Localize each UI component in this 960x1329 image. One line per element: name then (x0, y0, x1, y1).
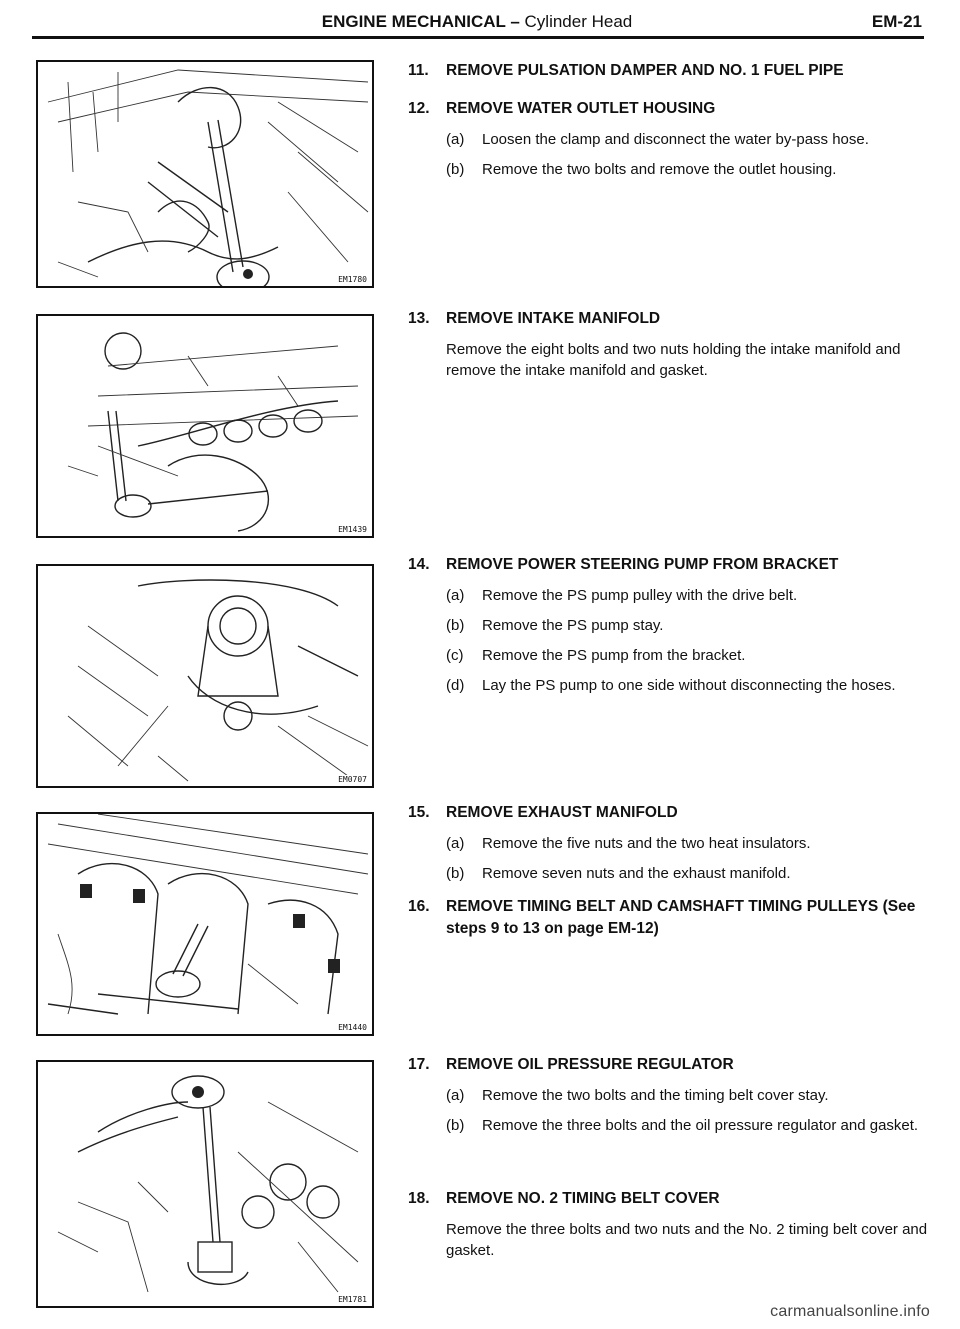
item-text: Loosen the clamp and disconnect the wate… (482, 131, 869, 148)
step-title: REMOVE OIL PRESSURE REGULATOR (446, 1056, 734, 1073)
step-heading: 15. REMOVE EXHAUST MANIFOLD (408, 802, 928, 824)
figure-4: EM1440 (36, 812, 374, 1036)
item-text: Lay the PS pump to one side without disc… (482, 677, 896, 694)
item-text: Remove the two bolts and remove the outl… (482, 161, 837, 178)
item-label: (b) (446, 161, 465, 178)
figure-1-illustration (47, 69, 369, 286)
step-item: (b) Remove the two bolts and remove the … (446, 159, 928, 180)
item-label: (b) (446, 1117, 465, 1134)
step-heading: 12. REMOVE WATER OUTLET HOUSING (408, 98, 928, 120)
section-title-separator: – (505, 12, 525, 31)
step-item: (b) Remove the three bolts and the oil p… (446, 1115, 928, 1136)
step-number: 16. (408, 898, 430, 915)
figure-code: EM1440 (336, 1023, 369, 1032)
step-heading: 13. REMOVE INTAKE MANIFOLD (408, 308, 928, 330)
step-item: (d) Lay the PS pump to one side without … (446, 675, 928, 696)
item-label: (d) (446, 677, 465, 694)
step-heading: 17. REMOVE OIL PRESSURE REGULATOR (408, 1054, 928, 1076)
step-13: 13. REMOVE INTAKE MANIFOLD Remove the ei… (408, 308, 928, 381)
step-title: REMOVE INTAKE MANIFOLD (446, 310, 661, 327)
figure-5: EM1781 (36, 1060, 374, 1308)
step-16: 16. REMOVE TIMING BELT AND CAMSHAFT TIMI… (408, 896, 928, 940)
page-header: ENGINE MECHANICAL – Cylinder Head EM-21 (32, 10, 922, 38)
item-label: (a) (446, 131, 465, 148)
step-title: REMOVE WATER OUTLET HOUSING (446, 100, 716, 117)
step-item: (a) Remove the two bolts and the timing … (446, 1085, 928, 1106)
step-heading: 14. REMOVE POWER STEERING PUMP FROM BRAC… (408, 554, 928, 576)
item-label: (a) (446, 1087, 465, 1104)
step-number: 12. (408, 100, 430, 117)
figure-4-illustration (47, 814, 369, 1015)
step-heading: 16. REMOVE TIMING BELT AND CAMSHAFT TIMI… (408, 896, 928, 940)
step-title: REMOVE EXHAUST MANIFOLD (446, 804, 678, 821)
item-text: Remove the PS pump stay. (482, 617, 664, 634)
step-number: 15. (408, 804, 430, 821)
step-number: 11. (408, 62, 429, 79)
step-14: 14. REMOVE POWER STEERING PUMP FROM BRAC… (408, 554, 928, 705)
figure-3: EM0707 (36, 564, 374, 788)
step-number: 13. (408, 310, 430, 327)
section-title: ENGINE MECHANICAL – Cylinder Head (32, 12, 922, 32)
item-text: Remove the five nuts and the two heat in… (482, 835, 811, 852)
step-item: (c) Remove the PS pump from the bracket. (446, 645, 928, 666)
step-11: 11. REMOVE PULSATION DAMPER AND NO. 1 FU… (408, 60, 928, 82)
item-text: Remove seven nuts and the exhaust manifo… (482, 865, 791, 882)
step-number: 18. (408, 1190, 430, 1207)
step-item: (b) Remove the PS pump stay. (446, 615, 928, 636)
section-title-main: ENGINE MECHANICAL (321, 12, 506, 31)
step-number: 17. (408, 1056, 430, 1073)
figure-1: EM1780 (36, 60, 374, 288)
figure-code: EM1439 (336, 525, 369, 534)
item-label: (c) (446, 647, 464, 664)
step-title: REMOVE PULSATION DAMPER AND NO. 1 FUEL P… (446, 62, 844, 79)
item-text: Remove the three bolts and the oil press… (482, 1117, 919, 1134)
figure-2: EM1439 (36, 314, 374, 538)
step-title: REMOVE NO. 2 TIMING BELT COVER (446, 1190, 720, 1207)
figure-code: EM1781 (336, 1295, 369, 1304)
step-12: 12. REMOVE WATER OUTLET HOUSING (a) Loos… (408, 98, 928, 189)
figure-3-illustration (67, 579, 369, 782)
item-label: (a) (446, 835, 465, 852)
step-item: (a) Remove the PS pump pulley with the d… (446, 585, 928, 606)
step-15: 15. REMOVE EXHAUST MANIFOLD (a) Remove t… (408, 802, 928, 893)
item-label: (a) (446, 587, 465, 604)
step-body: Remove the eight bolts and two nuts hold… (446, 341, 901, 379)
item-text: Remove the PS pump pulley with the drive… (482, 587, 798, 604)
item-label: (b) (446, 617, 465, 634)
figure-5-illustration (57, 1075, 359, 1293)
section-title-sub: Cylinder Head (524, 12, 633, 31)
item-label: (b) (446, 865, 465, 882)
header-rule (32, 36, 924, 39)
figure-2-illustration (67, 332, 359, 532)
step-title: REMOVE TIMING BELT AND CAMSHAFT TIMING P… (446, 898, 916, 937)
item-text: Remove the two bolts and the timing belt… (482, 1087, 829, 1104)
step-17: 17. REMOVE OIL PRESSURE REGULATOR (a) Re… (408, 1054, 928, 1145)
watermark: carmanualsonline.info (770, 1303, 930, 1320)
item-text: Remove the PS pump from the bracket. (482, 647, 746, 664)
figure-code: EM0707 (336, 775, 369, 784)
step-body: Remove the three bolts and two nuts and … (446, 1221, 928, 1259)
step-item: (a) Loosen the clamp and disconnect the … (446, 129, 928, 150)
step-heading: 11. REMOVE PULSATION DAMPER AND NO. 1 FU… (408, 60, 928, 82)
step-18: 18. REMOVE NO. 2 TIMING BELT COVER Remov… (408, 1188, 928, 1261)
step-item: (a) Remove the five nuts and the two hea… (446, 833, 928, 854)
step-item: (b) Remove seven nuts and the exhaust ma… (446, 863, 928, 884)
figure-code: EM1780 (336, 275, 369, 284)
step-number: 14. (408, 556, 430, 573)
step-heading: 18. REMOVE NO. 2 TIMING BELT COVER (408, 1188, 928, 1210)
page-number: EM-21 (871, 12, 922, 31)
step-title: REMOVE POWER STEERING PUMP FROM BRACKET (446, 556, 839, 573)
